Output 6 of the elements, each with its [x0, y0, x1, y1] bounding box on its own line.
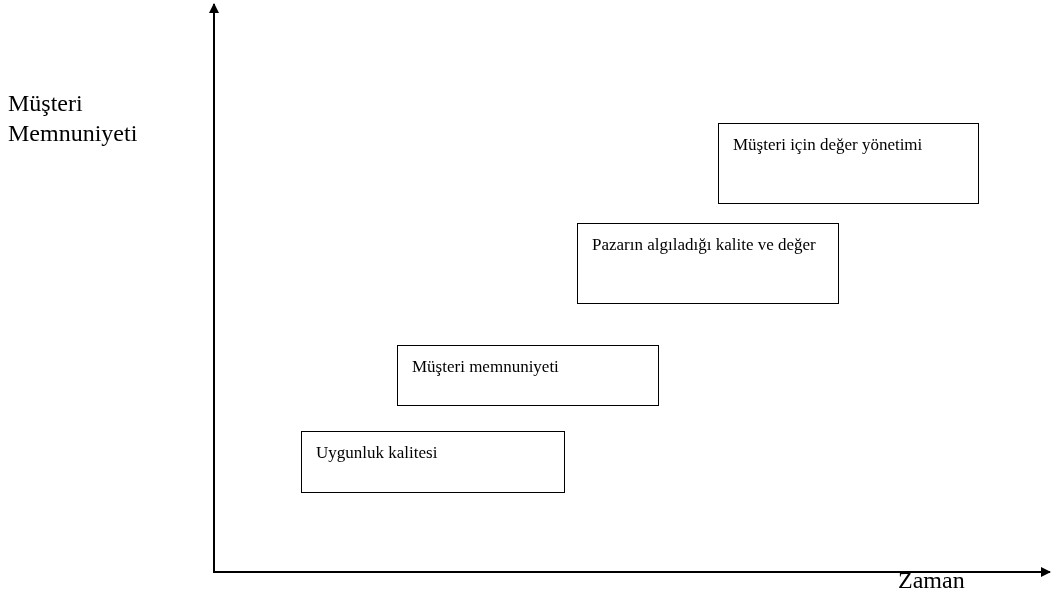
text-box: Pazarın algıladığı kalite ve değer: [577, 223, 839, 304]
text-box: Uygunluk kalitesi: [301, 431, 565, 493]
axis-title: Zaman: [898, 566, 966, 595]
text-box: Müşteri memnuniyeti: [397, 345, 659, 406]
text-box: Müşteri için değer yönetimi: [718, 123, 979, 204]
axis-title: Müşteri Memnuniyeti: [8, 89, 139, 148]
